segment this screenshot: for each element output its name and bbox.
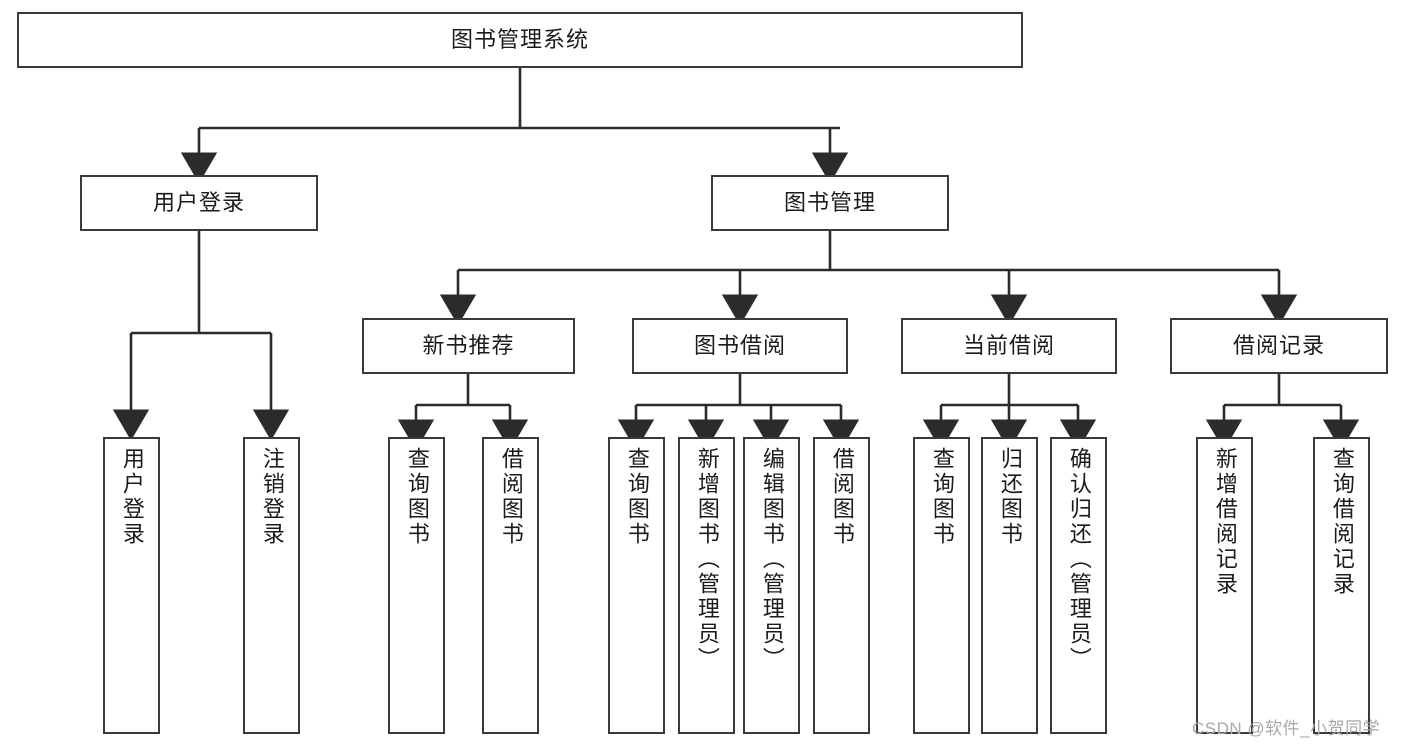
- node-new-book-recommend[interactable]: 新书推荐: [362, 318, 575, 374]
- leaf-edit-book-label: 编辑图书（管理员）: [759, 447, 785, 672]
- node-book-borrow[interactable]: 图书借阅: [632, 318, 848, 374]
- leaf-logout-login[interactable]: 注销登录: [243, 437, 300, 734]
- leaf-add-book[interactable]: 新增图书（管理员）: [678, 437, 735, 734]
- node-book-manage-label: 图书管理: [783, 189, 876, 215]
- leaf-query-record[interactable]: 查询借阅记录: [1313, 437, 1370, 734]
- node-root[interactable]: 图书管理系统: [17, 12, 1023, 68]
- leaf-query-book-3[interactable]: 查询图书: [913, 437, 970, 734]
- leaf-add-record-label: 新增借阅记录: [1212, 447, 1238, 597]
- node-borrow-record-label: 借阅记录: [1232, 332, 1325, 358]
- leaf-borrow-book-1[interactable]: 借阅图书: [482, 437, 539, 734]
- csdn-watermark: CSDN @软件_小贺同学: [1192, 719, 1381, 738]
- leaf-borrow-book-2-label: 借阅图书: [829, 447, 855, 547]
- node-current-borrow[interactable]: 当前借阅: [901, 318, 1117, 374]
- leaf-confirm-return[interactable]: 确认归还（管理员）: [1050, 437, 1107, 734]
- leaf-query-book-2-label: 查询图书: [624, 447, 650, 547]
- node-book-borrow-label: 图书借阅: [693, 332, 786, 358]
- leaf-query-book-1[interactable]: 查询图书: [388, 437, 445, 734]
- node-user-login[interactable]: 用户登录: [80, 175, 318, 231]
- leaf-edit-book[interactable]: 编辑图书（管理员）: [743, 437, 800, 734]
- node-user-login-label: 用户登录: [152, 189, 245, 215]
- leaf-add-book-label: 新增图书（管理员）: [694, 447, 720, 672]
- leaf-add-record[interactable]: 新增借阅记录: [1196, 437, 1253, 734]
- node-root-label: 图书管理系统: [450, 26, 589, 52]
- leaf-query-record-label: 查询借阅记录: [1329, 447, 1355, 597]
- node-book-manage[interactable]: 图书管理: [711, 175, 949, 231]
- leaf-user-login[interactable]: 用户登录: [103, 437, 160, 734]
- leaf-logout-login-label: 注销登录: [259, 447, 285, 547]
- node-borrow-record[interactable]: 借阅记录: [1170, 318, 1388, 374]
- leaf-return-book-label: 归还图书: [997, 447, 1023, 547]
- leaf-borrow-book-1-label: 借阅图书: [498, 447, 524, 547]
- leaf-query-book-1-label: 查询图书: [404, 447, 430, 547]
- leaf-borrow-book-2[interactable]: 借阅图书: [813, 437, 870, 734]
- node-new-book-recommend-label: 新书推荐: [422, 332, 515, 358]
- leaf-query-book-2[interactable]: 查询图书: [608, 437, 665, 734]
- leaf-user-login-label: 用户登录: [119, 447, 145, 547]
- leaf-confirm-return-label: 确认归还（管理员）: [1066, 447, 1092, 672]
- node-current-borrow-label: 当前借阅: [962, 332, 1055, 358]
- leaf-query-book-3-label: 查询图书: [929, 447, 955, 547]
- leaf-return-book[interactable]: 归还图书: [981, 437, 1038, 734]
